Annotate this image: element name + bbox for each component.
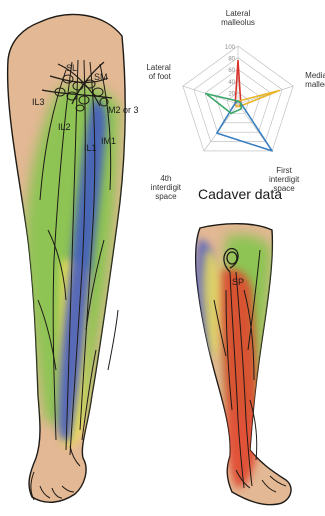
radar-axis-label-line: of foot xyxy=(149,72,172,81)
label-sm: SM xyxy=(94,72,108,82)
label-sl: SL xyxy=(66,63,77,73)
radar-axis-label: 4thinterdigitspace xyxy=(151,174,182,201)
right-leg-territories xyxy=(195,235,272,488)
radar-axis-label-line: Medial xyxy=(305,71,325,80)
radar-axis-label: Lateralof foot xyxy=(146,63,171,81)
radar-tick-label: 60 xyxy=(228,68,235,74)
radar-axis-label-line: Lateral xyxy=(146,63,171,72)
radar-tick-label: 20 xyxy=(228,91,235,97)
radar-axis-label: Lateralmalleolus xyxy=(221,9,255,27)
label-m2or3: M2 or 3 xyxy=(108,105,139,115)
radar-tick-label: 40 xyxy=(228,80,235,86)
radar-axis-label: Medialmalleolu xyxy=(305,71,325,89)
radar-axis-label-line: First xyxy=(276,166,292,175)
radar-axis-label-line: malleolus xyxy=(221,18,255,27)
radar-axis-label-line: Lateral xyxy=(226,9,251,18)
left-leg-illustration: SL SM IL3 M2 or 3 IL2 IL1 IM1 xyxy=(8,14,139,502)
label-il2: IL2 xyxy=(58,122,71,132)
radar-tick-label: 100 xyxy=(225,45,236,51)
right-leg-illustration: SP xyxy=(195,224,291,505)
label-im1: IM1 xyxy=(101,136,116,146)
radar-tick-label: 80 xyxy=(228,57,235,63)
label-il1: IL1 xyxy=(84,143,97,153)
radar-axis-label-line: space xyxy=(155,192,177,201)
radar-axis-label-line: 4th xyxy=(160,174,171,183)
radar-axis-label-line: malleolu xyxy=(305,80,325,89)
label-sp: SP xyxy=(232,277,244,287)
red-territory-right xyxy=(221,269,258,488)
radar-spoke xyxy=(238,86,293,104)
label-il3: IL3 xyxy=(32,97,45,107)
radar-axis-label-line: interdigit xyxy=(269,175,300,184)
chart-caption: Cadaver data xyxy=(198,186,282,202)
radar-chart: 20406080100LateralmalleolusMedialmalleol… xyxy=(146,9,325,201)
radar-axis-label-line: interdigit xyxy=(151,183,182,192)
